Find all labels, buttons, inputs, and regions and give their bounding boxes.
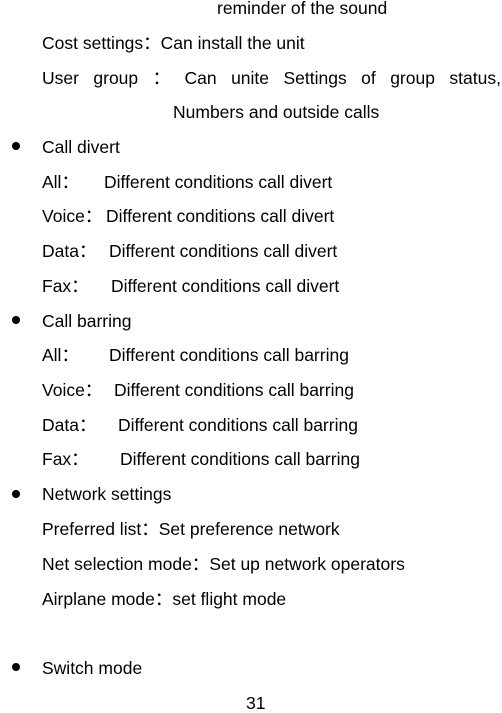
item-desc: Different conditions call barring bbox=[120, 449, 360, 469]
call-barring-item-data: Data： Different conditions call barring bbox=[42, 415, 358, 435]
cost-settings-label: Cost settings： bbox=[42, 33, 161, 53]
cost-settings-desc: Can install the unit bbox=[160, 33, 305, 53]
user-group-word: ： bbox=[152, 68, 171, 88]
item-desc: Set up network operators bbox=[209, 554, 405, 574]
item-label: Voice： bbox=[42, 206, 103, 226]
network-item-preferred-list: Preferred list：Set preference network bbox=[42, 519, 340, 539]
cost-settings-entry: Cost settings：Can install the unit bbox=[42, 33, 305, 53]
item-label: Data： bbox=[42, 415, 97, 435]
call-barring-item-all: All： Different conditions call barring bbox=[42, 345, 349, 365]
call-barring-item-voice: Voice： Different conditions call barring bbox=[42, 380, 354, 400]
user-group-word: Can bbox=[184, 68, 217, 88]
item-desc: Different conditions call divert bbox=[104, 172, 333, 192]
user-group-word: User bbox=[42, 68, 79, 88]
user-group-entry: User group ： Can unite Settings of group… bbox=[42, 68, 501, 88]
page-number: 31 bbox=[246, 693, 266, 713]
item-desc: Different conditions call divert bbox=[106, 206, 335, 226]
item-label: Airplane mode： bbox=[42, 589, 173, 609]
item-label: Net selection mode： bbox=[42, 554, 210, 574]
item-label: Voice： bbox=[42, 380, 103, 400]
bullet-icon bbox=[12, 142, 20, 150]
user-group-word: group bbox=[93, 68, 139, 88]
item-label: Preferred list： bbox=[42, 519, 159, 539]
item-label: Fax： bbox=[42, 276, 89, 296]
item-desc: set flight mode bbox=[172, 589, 287, 609]
bullet-icon bbox=[12, 490, 20, 498]
item-desc: Different conditions call divert bbox=[111, 276, 340, 296]
bullet-icon bbox=[12, 316, 20, 324]
user-group-word: Settings bbox=[283, 68, 347, 88]
user-group-continuation: Numbers and outside calls bbox=[173, 102, 380, 122]
bullet-icon bbox=[12, 663, 20, 671]
call-divert-item-fax: Fax： Different conditions call divert bbox=[42, 276, 339, 296]
item-desc: Different conditions call barring bbox=[114, 380, 354, 400]
call-divert-item-data: Data： Different conditions call divert bbox=[42, 241, 337, 261]
user-group-word: group bbox=[390, 68, 435, 88]
item-label: All： bbox=[42, 172, 79, 192]
section-heading-call-divert: Call divert bbox=[42, 137, 120, 157]
user-group-word: of bbox=[361, 68, 376, 88]
item-desc: Different conditions call barring bbox=[118, 415, 358, 435]
item-label: All： bbox=[42, 345, 79, 365]
item-label: Data： bbox=[42, 241, 97, 261]
item-label: Fax： bbox=[42, 449, 89, 469]
section-heading-network-settings: Network settings bbox=[42, 484, 172, 504]
user-group-word: unite bbox=[231, 68, 270, 88]
user-group-word: status, bbox=[449, 68, 501, 88]
network-item-airplane-mode: Airplane mode：set flight mode bbox=[42, 589, 286, 609]
item-desc: Different conditions call barring bbox=[109, 345, 349, 365]
network-item-net-selection-mode: Net selection mode：Set up network operat… bbox=[42, 554, 405, 574]
section-heading-switch-mode: Switch mode bbox=[42, 658, 143, 678]
call-divert-item-voice: Voice：Different conditions call divert bbox=[42, 206, 334, 226]
call-barring-item-fax: Fax： Different conditions call barring bbox=[42, 449, 360, 469]
call-divert-item-all: All： Different conditions call divert bbox=[42, 172, 332, 192]
item-desc: Set preference network bbox=[158, 519, 340, 539]
continuation-text: reminder of the sound bbox=[217, 0, 388, 18]
item-desc: Different conditions call divert bbox=[109, 241, 338, 261]
section-heading-call-barring: Call barring bbox=[42, 311, 132, 331]
